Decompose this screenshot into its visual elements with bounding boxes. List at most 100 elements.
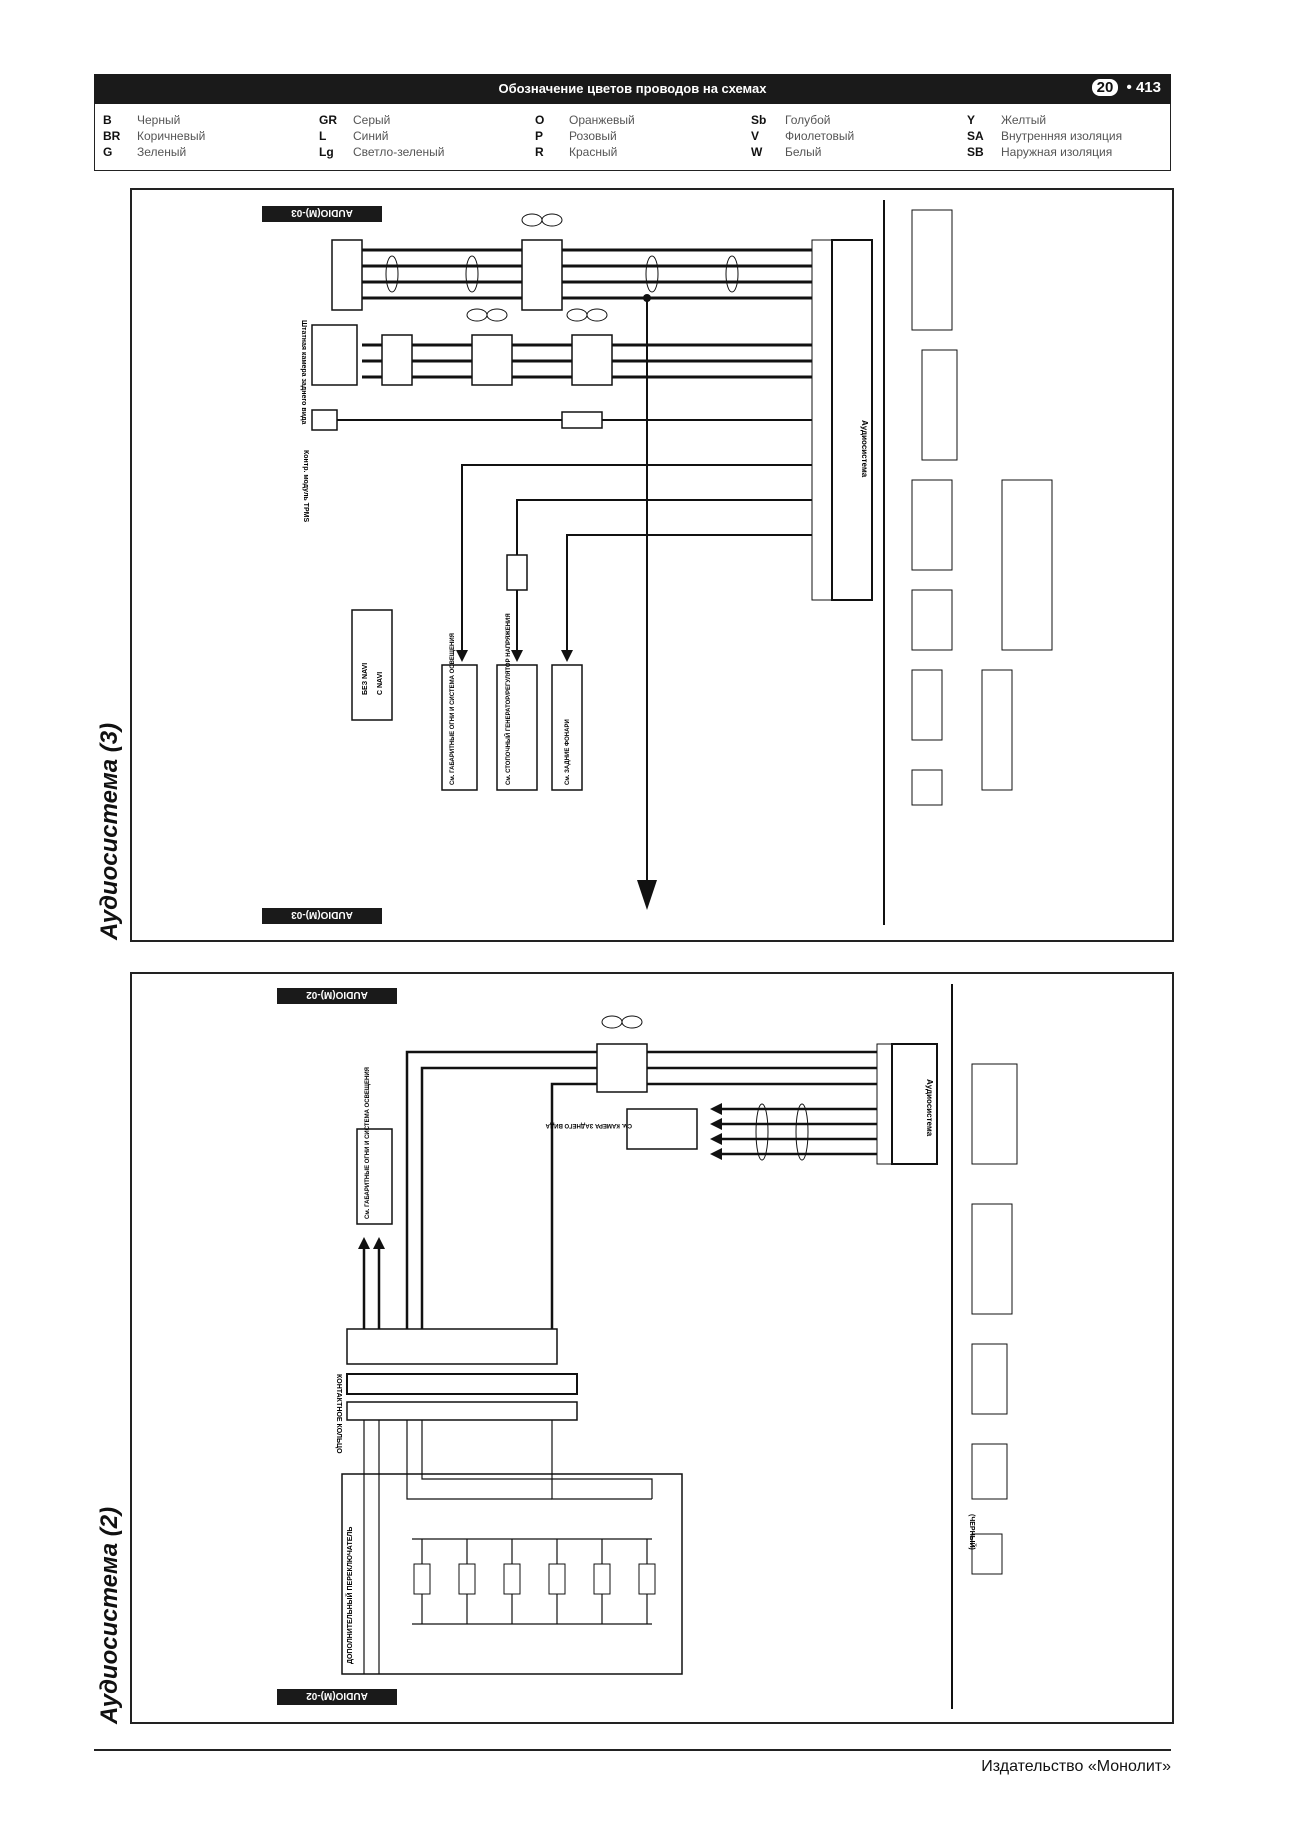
legend-color-name: Красный [569,145,618,159]
legend-code: R [535,145,544,159]
shield-mark-1 [385,255,399,293]
connector-note-text: (ЧЕРНЫЙ) [968,1514,977,1550]
connector-id-upper-1 [521,213,543,227]
wire-group-lights [362,1249,381,1344]
audio-tag-top-2 [277,988,397,1004]
variant-box [351,609,393,721]
legend-code: W [751,145,763,159]
arrow-camera-4 [710,1148,722,1160]
legend-code: SB [967,145,984,159]
ref-box-camera-text: См. КАМЕРА ЗАДНЕГО ВИДА [545,1122,632,1128]
legend-item: B Черный [103,112,205,128]
steering-switch-label: ДОПОЛНИТЕЛЬНЫЙ ПЕРЕКЛЮЧАТЕЛЬ [345,1527,354,1664]
ref-box-2-text: См. СТОПОЧНЫЙ ГЕНЕРАТОР/РЕГУЛЯТОР НАПРЯЖ… [504,613,512,785]
legend-code: B [103,113,112,127]
panel-title-audio-3: Аудиосистема (3) [96,722,123,940]
legend-code: GR [319,113,337,127]
connector-branch [506,554,528,591]
audio-tag-bottom-2 [277,1689,397,1705]
connector-id-camera-3 [566,308,588,322]
page-separator: • [1126,79,1132,96]
legend-code: O [535,113,545,127]
page-number-value: 413 [1135,79,1161,96]
variant-2-text: С NAVI [377,672,384,695]
wiring-diagram-audio-2: AUDIO(M)-02 AUDIO(M)-02 Аудиосистема [277,984,1018,1709]
steering-switch-box [341,1473,683,1675]
connector-camera-3 [571,334,613,386]
ref-box-camera [626,1108,698,1150]
wire-group-steering [405,1050,877,1344]
legend-item: W Белый [751,144,854,160]
connector-id-camera-4 [586,308,608,322]
legend-item: Y Желтый [967,112,1122,128]
legend-color-name: Розовый [569,129,617,143]
panel-title-audio-2: Аудиосистема (2) [96,1506,123,1724]
legend-color-name: Светло-зеленый [353,145,445,159]
legend-code: BR [103,129,121,143]
arrow-camera-1 [710,1103,722,1115]
connector-id-camera-2 [486,308,508,322]
connector-tpms [561,411,603,429]
wiring-diagram-audio-3: AUDIO(M)-03 AUDIO(M)-03 Аудиосистема Шта… [262,200,1053,925]
audio-tag-top-text: AUDIO(M)-03 [291,207,353,218]
arrow-ref-2 [511,650,523,662]
audio-connector-strip-2 [876,1043,893,1165]
connector-pinouts-bottom [971,1063,1018,1575]
audio-unit-label-2: Аудиосистема [925,1079,934,1137]
bus-junction [643,294,651,302]
connector-id-steering-2 [621,1015,643,1029]
ref-box-3-text: См. ЗАДНИЕ ФОНАРИ [565,719,571,785]
connector-id-camera-1 [466,308,488,322]
shield-mark-2 [465,255,479,293]
legend-code: SA [967,129,984,143]
steering-switch-wiring [363,1420,653,1674]
arrow-camera-3 [710,1133,722,1145]
audio-tag-top [262,206,382,222]
legend-code: G [103,145,113,159]
wire-branch-group [461,464,812,650]
rear-camera-label: Штатная камера заднего вида [300,320,307,424]
header-title: Обозначение цветов проводов на схемах [498,81,767,96]
ref-box-1 [441,664,478,791]
tpms-module-label: Контр. модуль TPMS [302,450,309,522]
ref-box-2 [496,664,538,791]
legend-color-name: Черный [137,113,181,127]
legend-item: Lg Светло-зеленый [319,144,445,160]
legend-code: V [751,129,760,143]
audio-connector-strip [811,239,833,601]
ref-box-1-text: См. ГАБАРИТНЫЕ ОГНИ И СИСТЕМА ОСВЕЩЕНИЯ [450,633,456,785]
connector-id-steering-1 [601,1015,623,1029]
steering-switch-buttons [413,1563,656,1595]
legend-item: G Зеленый [103,144,205,160]
legend-code: Y [967,113,976,127]
wire-group-camera-2 [722,1107,877,1156]
legend-color-name: Наружная изоляция [1001,145,1113,159]
legend-code: Lg [319,145,334,159]
arrow-ref-3 [561,650,573,662]
legend-color-name: Внутренняя изоляция [1001,129,1123,143]
chapter-number: 20 [1091,79,1119,96]
legend-color-name: Белый [785,145,822,159]
legend-item: V Фиолетовый [751,128,854,144]
legend-code: L [319,129,327,143]
arrow-camera-2 [710,1118,722,1130]
shield-mark-4 [725,255,739,293]
audio-tag-bottom [262,908,382,924]
audio-unit-label: Аудиосистема [860,420,869,478]
shield-mark-camera-1 [755,1103,769,1161]
footer-line [94,1749,1171,1751]
legend-item: SB Наружная изоляция [967,144,1122,160]
legend-color-name: Фиолетовый [785,129,855,143]
legend-color-name: Зеленый [137,145,187,159]
page-number: 20 • 413 [1091,79,1161,96]
legend-color-name: Серый [353,113,391,127]
legend-color-name: Желтый [1001,113,1047,127]
legend-item: R Красный [535,144,635,160]
